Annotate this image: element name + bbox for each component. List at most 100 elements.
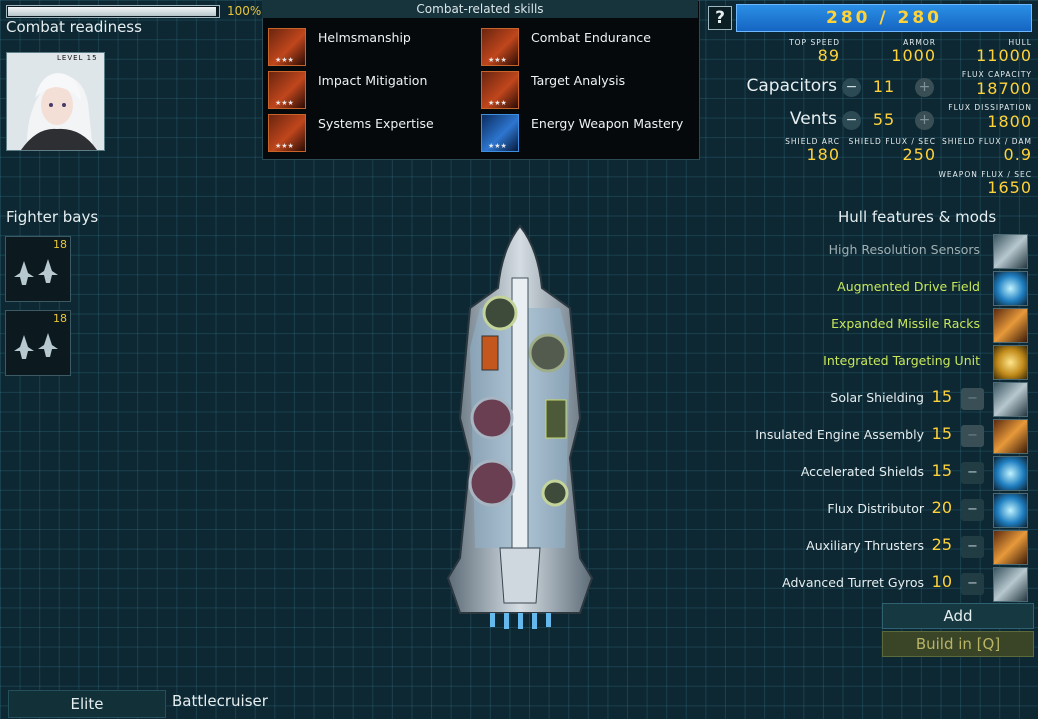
- fighter-bay-2[interactable]: 18: [5, 310, 71, 376]
- top-speed-label: TOP SPEED: [789, 38, 840, 47]
- weapon-flux-sec-label: WEAPON FLUX / SEC: [938, 170, 1032, 179]
- flux-distributor-icon: [993, 493, 1028, 528]
- hullmod-cost: 15: [931, 461, 952, 480]
- shield-arc-label: SHIELD ARC: [785, 137, 840, 146]
- officer-level: LEVEL 15: [57, 54, 98, 62]
- hullmod-remove-button[interactable]: −: [961, 499, 984, 521]
- thrusters-icon: [993, 530, 1028, 565]
- hullmod-name: Insulated Engine Assembly: [755, 427, 924, 442]
- vents-label: Vents: [789, 109, 837, 129]
- hullmod-remove-button[interactable]: −: [961, 536, 984, 558]
- vents-plus-button[interactable]: +: [915, 111, 934, 130]
- hullmod-cost: 10: [931, 572, 952, 591]
- fighter-bay-count: 18: [53, 312, 67, 325]
- flux-dissipation-value: 1800: [987, 112, 1032, 131]
- fighter-wing-icon: [14, 259, 58, 285]
- skill-label: Impact Mitigation: [318, 73, 428, 88]
- add-hullmod-button[interactable]: Add: [882, 603, 1034, 629]
- hullmod-cost: 15: [931, 387, 952, 406]
- drive-field-icon: [993, 271, 1028, 306]
- capacitors-value: 11: [872, 77, 896, 96]
- capacitors-plus-button[interactable]: +: [915, 78, 934, 97]
- ordnance-points-bar: 280 / 280: [736, 4, 1032, 32]
- hullmod-row[interactable]: Solar Shielding 15−: [728, 381, 1028, 417]
- top-speed-value: 89: [817, 46, 840, 65]
- armor-value: 1000: [891, 46, 936, 65]
- hullmod-name: Auxiliary Thrusters: [806, 538, 924, 553]
- hullmod-name: Expanded Missile Racks: [831, 316, 980, 331]
- sensor-dish-icon: [993, 234, 1028, 269]
- hullmod-name: Augmented Drive Field: [837, 279, 980, 294]
- fighter-bay-count: 18: [53, 238, 67, 251]
- hullmod-row[interactable]: Auxiliary Thrusters 25−: [728, 529, 1028, 565]
- combat-readiness-label: Combat readiness: [6, 18, 142, 36]
- hullmod-row[interactable]: Flux Distributor 20−: [728, 492, 1028, 528]
- hullmod-cost: 20: [931, 498, 952, 517]
- hullmod-row[interactable]: Advanced Turret Gyros 10−: [728, 566, 1028, 602]
- turret-gyros-icon: [993, 567, 1028, 602]
- vents-minus-button[interactable]: −: [842, 111, 861, 130]
- build-in-button[interactable]: Build in [Q]: [882, 631, 1034, 657]
- systems-icon[interactable]: ★★★: [268, 114, 306, 152]
- hull-mods-label: Hull features & mods: [838, 208, 997, 226]
- hullmod-name: Solar Shielding: [830, 390, 924, 405]
- hullmod-remove-button[interactable]: −: [961, 573, 984, 595]
- hullmod-remove-button[interactable]: −: [961, 388, 984, 410]
- missile-racks-icon: [993, 308, 1028, 343]
- helm-icon[interactable]: ★★★: [268, 28, 306, 66]
- endurance-icon[interactable]: ★★★: [481, 28, 519, 66]
- battlecruiser-ship[interactable]: [420, 218, 620, 638]
- hullmod-row[interactable]: Insulated Engine Assembly 15−: [728, 418, 1028, 454]
- energy-icon[interactable]: ★★★: [481, 114, 519, 152]
- skill-stars: ★★★: [275, 99, 294, 107]
- officer-avatar: [7, 53, 104, 150]
- skill-label: Energy Weapon Mastery: [531, 116, 684, 131]
- hullmod-remove-button[interactable]: −: [961, 462, 984, 484]
- impact-icon[interactable]: ★★★: [268, 71, 306, 109]
- combat-readiness-fill: [8, 7, 216, 16]
- combat-readiness-bar: [6, 5, 220, 18]
- skill-stars: ★★★: [488, 142, 507, 150]
- shield-flux-sec-label: SHIELD FLUX / SEC: [848, 137, 936, 146]
- hullmod-row[interactable]: Integrated Targeting Unit: [728, 344, 1028, 380]
- hullmod-remove-button[interactable]: −: [961, 425, 984, 447]
- shields-icon: [993, 456, 1028, 491]
- skills-header: Combat-related skills: [262, 0, 698, 18]
- officer-portrait[interactable]: LEVEL 15: [6, 52, 105, 151]
- help-button[interactable]: ?: [708, 6, 732, 30]
- target-icon[interactable]: ★★★: [481, 71, 519, 109]
- skill-label: Target Analysis: [531, 73, 626, 88]
- hullmod-row[interactable]: Accelerated Shields 15−: [728, 455, 1028, 491]
- targeting-unit-icon: [993, 345, 1028, 380]
- hullmod-row[interactable]: Expanded Missile Racks: [728, 307, 1028, 343]
- hullmod-row[interactable]: High Resolution Sensors: [728, 233, 1028, 269]
- hullmod-row[interactable]: Augmented Drive Field: [728, 270, 1028, 306]
- skill-stars: ★★★: [275, 56, 294, 64]
- skill-stars: ★★★: [275, 142, 294, 150]
- combat-readiness-percent: 100%: [227, 4, 262, 18]
- hullmod-cost: 15: [931, 424, 952, 443]
- capacitors-minus-button[interactable]: −: [842, 78, 861, 97]
- fighter-bays-label: Fighter bays: [6, 208, 99, 226]
- armor-label: ARMOR: [903, 38, 936, 47]
- hull-value: 11000: [976, 46, 1032, 65]
- elite-label: Elite: [8, 690, 166, 718]
- fighter-bay-1[interactable]: 18: [5, 236, 71, 302]
- shield-flux-dam-label: SHIELD FLUX / DAM: [942, 137, 1032, 146]
- skill-stars: ★★★: [488, 56, 507, 64]
- solar-shield-icon: [993, 382, 1028, 417]
- skill-stars: ★★★: [488, 99, 507, 107]
- vents-value: 55: [872, 110, 896, 129]
- hullmod-cost: 25: [931, 535, 952, 554]
- flux-capacity-value: 18700: [976, 79, 1032, 98]
- shield-flux-sec-value: 250: [902, 145, 936, 164]
- hullmod-name: Advanced Turret Gyros: [782, 575, 924, 590]
- hullmod-name: Accelerated Shields: [800, 464, 924, 479]
- shield-flux-dam-value: 0.9: [1003, 145, 1032, 164]
- weapon-flux-sec-value: 1650: [987, 178, 1032, 197]
- hullmod-name: Flux Distributor: [827, 501, 924, 516]
- skill-label: Combat Endurance: [531, 30, 651, 45]
- hullmod-name: Integrated Targeting Unit: [823, 353, 980, 368]
- shield-arc-value: 180: [806, 145, 840, 164]
- fighter-wing-icon: [14, 333, 58, 359]
